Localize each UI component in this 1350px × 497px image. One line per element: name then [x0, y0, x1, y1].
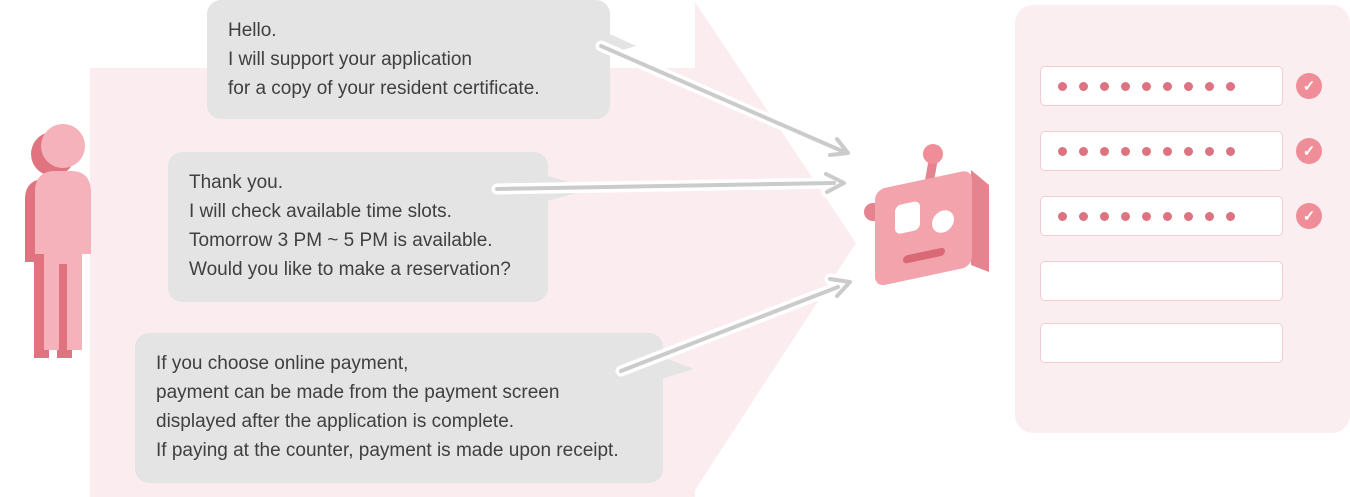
- speech-bubble-payment: If you choose online payment, payment ca…: [135, 333, 663, 483]
- form-field-row: [1040, 261, 1283, 301]
- dot: [1205, 146, 1214, 156]
- empty-input-field[interactable]: [1040, 323, 1283, 363]
- speech-bubble-reservation: Thank you. I will check available time s…: [168, 152, 548, 302]
- speech-bubble-greeting: Hello. I will support your application f…: [207, 0, 610, 119]
- form-field-row: ✓: [1040, 196, 1322, 236]
- dot: [1121, 81, 1130, 91]
- dot: [1142, 81, 1151, 91]
- form-field-row: ✓: [1040, 66, 1322, 106]
- empty-input-field[interactable]: [1040, 261, 1283, 301]
- dot: [1058, 146, 1067, 156]
- dot: [1226, 81, 1235, 91]
- bubble-line: for a copy of your resident certificate.: [228, 78, 540, 99]
- form-field-row: ✓: [1040, 131, 1322, 171]
- bubble-line: Tomorrow 3 PM ~ 5 PM is available.: [189, 230, 493, 251]
- dot: [1121, 146, 1130, 156]
- dot: [1121, 211, 1130, 221]
- masked-input-field[interactable]: [1040, 196, 1283, 236]
- dot: [1079, 81, 1088, 91]
- dot: [1184, 211, 1193, 221]
- dot: [1100, 211, 1109, 221]
- dot: [1142, 146, 1151, 156]
- dot: [1184, 81, 1193, 91]
- dot: [1079, 211, 1088, 221]
- dot: [1226, 146, 1235, 156]
- dot: [1163, 146, 1172, 156]
- bubble-line: If paying at the counter, payment is mad…: [156, 440, 619, 461]
- dot: [1163, 211, 1172, 221]
- dot: [1163, 81, 1172, 91]
- bubble-line: Would you like to make a reservation?: [189, 259, 511, 280]
- check-icon: ✓: [1296, 203, 1322, 229]
- dot: [1205, 211, 1214, 221]
- bubble-line: Thank you.: [189, 172, 283, 193]
- form-panel: ✓ ✓ ✓: [1015, 5, 1350, 433]
- bubble-line: I will support your application: [228, 49, 472, 70]
- masked-value-dots: [1058, 146, 1235, 156]
- bubble-line: displayed after the application is compl…: [156, 411, 515, 432]
- masked-input-field[interactable]: [1040, 66, 1283, 106]
- masked-input-field[interactable]: [1040, 131, 1283, 171]
- dot: [1058, 211, 1067, 221]
- dot: [1226, 211, 1235, 221]
- dot: [1079, 146, 1088, 156]
- person-icon: [25, 124, 91, 358]
- dot: [1142, 211, 1151, 221]
- dot: [1205, 81, 1214, 91]
- check-icon: ✓: [1296, 73, 1322, 99]
- check-icon: ✓: [1296, 138, 1322, 164]
- bubble-line: I will check available time slots.: [189, 201, 452, 222]
- dot: [1058, 81, 1067, 91]
- masked-value-dots: [1058, 211, 1235, 221]
- dot: [1184, 146, 1193, 156]
- form-field-row: [1040, 323, 1283, 363]
- dot: [1100, 81, 1109, 91]
- masked-value-dots: [1058, 81, 1235, 91]
- bubble-line: payment can be made from the payment scr…: [156, 382, 560, 403]
- bubble-line: If you choose online payment,: [156, 353, 409, 374]
- bubble-line: Hello.: [228, 20, 277, 41]
- dot: [1100, 146, 1109, 156]
